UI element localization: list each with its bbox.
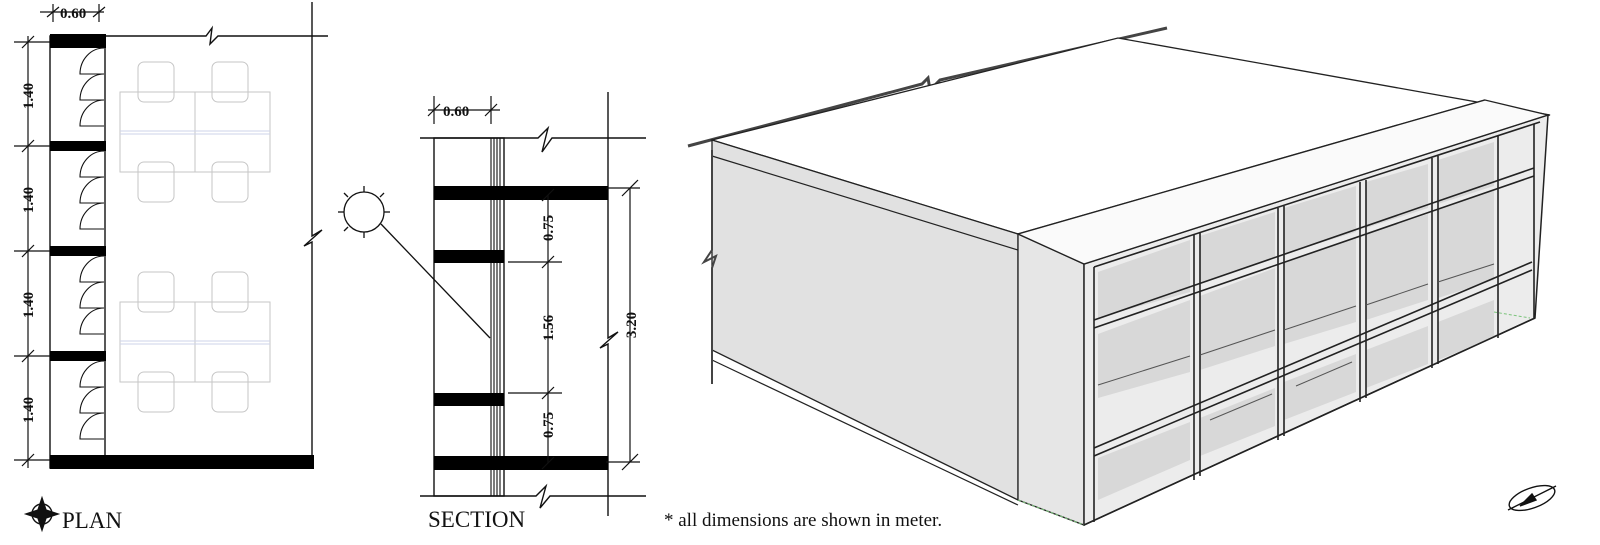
section-inner-dimension-chain [508,188,562,470]
plan-view: 0.60 [14,2,328,533]
plan-bottom-slab [50,455,314,469]
plan-wall-lines [106,2,328,468]
section-shelf-upper [434,250,504,263]
cubby-shading [1098,142,1494,500]
section-top-dimension-label: 0.60 [443,104,469,120]
section-dimension-middle: 1.56 [541,314,557,341]
plan-top-dimension-label: 0.60 [60,6,86,22]
perspective-view [687,26,1557,527]
plan-door-swings [79,47,105,440]
shelf-top-board [1016,99,1551,265]
wall-break-line [701,150,718,384]
section-top-slab [434,186,608,200]
section-total-height-label: 3.20 [624,312,640,338]
section-view: 0.60 0.75 [338,92,646,532]
plan-bay-dimension-3: 1.40 [21,292,37,318]
north-arrow-icon [23,495,61,533]
section-total-dimension [606,179,640,471]
plan-fin-1 [50,141,106,151]
dimension-footnote: * all dimensions are shown in meter. [664,510,942,531]
section-dimension-lower: 0.75 [541,412,557,438]
plan-fin-3 [50,351,106,361]
section-title: SECTION [428,507,526,532]
shelf-end-face [1017,232,1085,526]
plan-bay-dimension-4: 1.40 [21,397,37,423]
plan-left-dimension-chain [14,35,50,468]
plan-top-dimension [40,4,106,22]
section-dimension-upper: 0.75 [541,215,557,241]
detail-callout-icon [338,186,491,339]
plan-title: PLAN [62,508,122,533]
cubby-back-lines [1097,263,1495,421]
plan-bay-dimension-2: 1.40 [21,187,37,213]
shelves [1093,121,1541,457]
plan-top-fin [50,34,106,48]
section-facade-frame [433,137,505,497]
shelf-bottom-edge [1083,317,1536,526]
section-top-dimension [427,96,500,124]
section-slab-lines [420,92,646,516]
plan-furniture [119,61,271,413]
section-shelf-lower [434,393,504,406]
roof-line [687,26,1168,148]
section-bottom-slab [434,456,608,470]
plan-fin-2 [50,246,106,256]
compass-icon [1507,484,1557,512]
plan-bay-dimension-1: 1.40 [21,83,37,109]
